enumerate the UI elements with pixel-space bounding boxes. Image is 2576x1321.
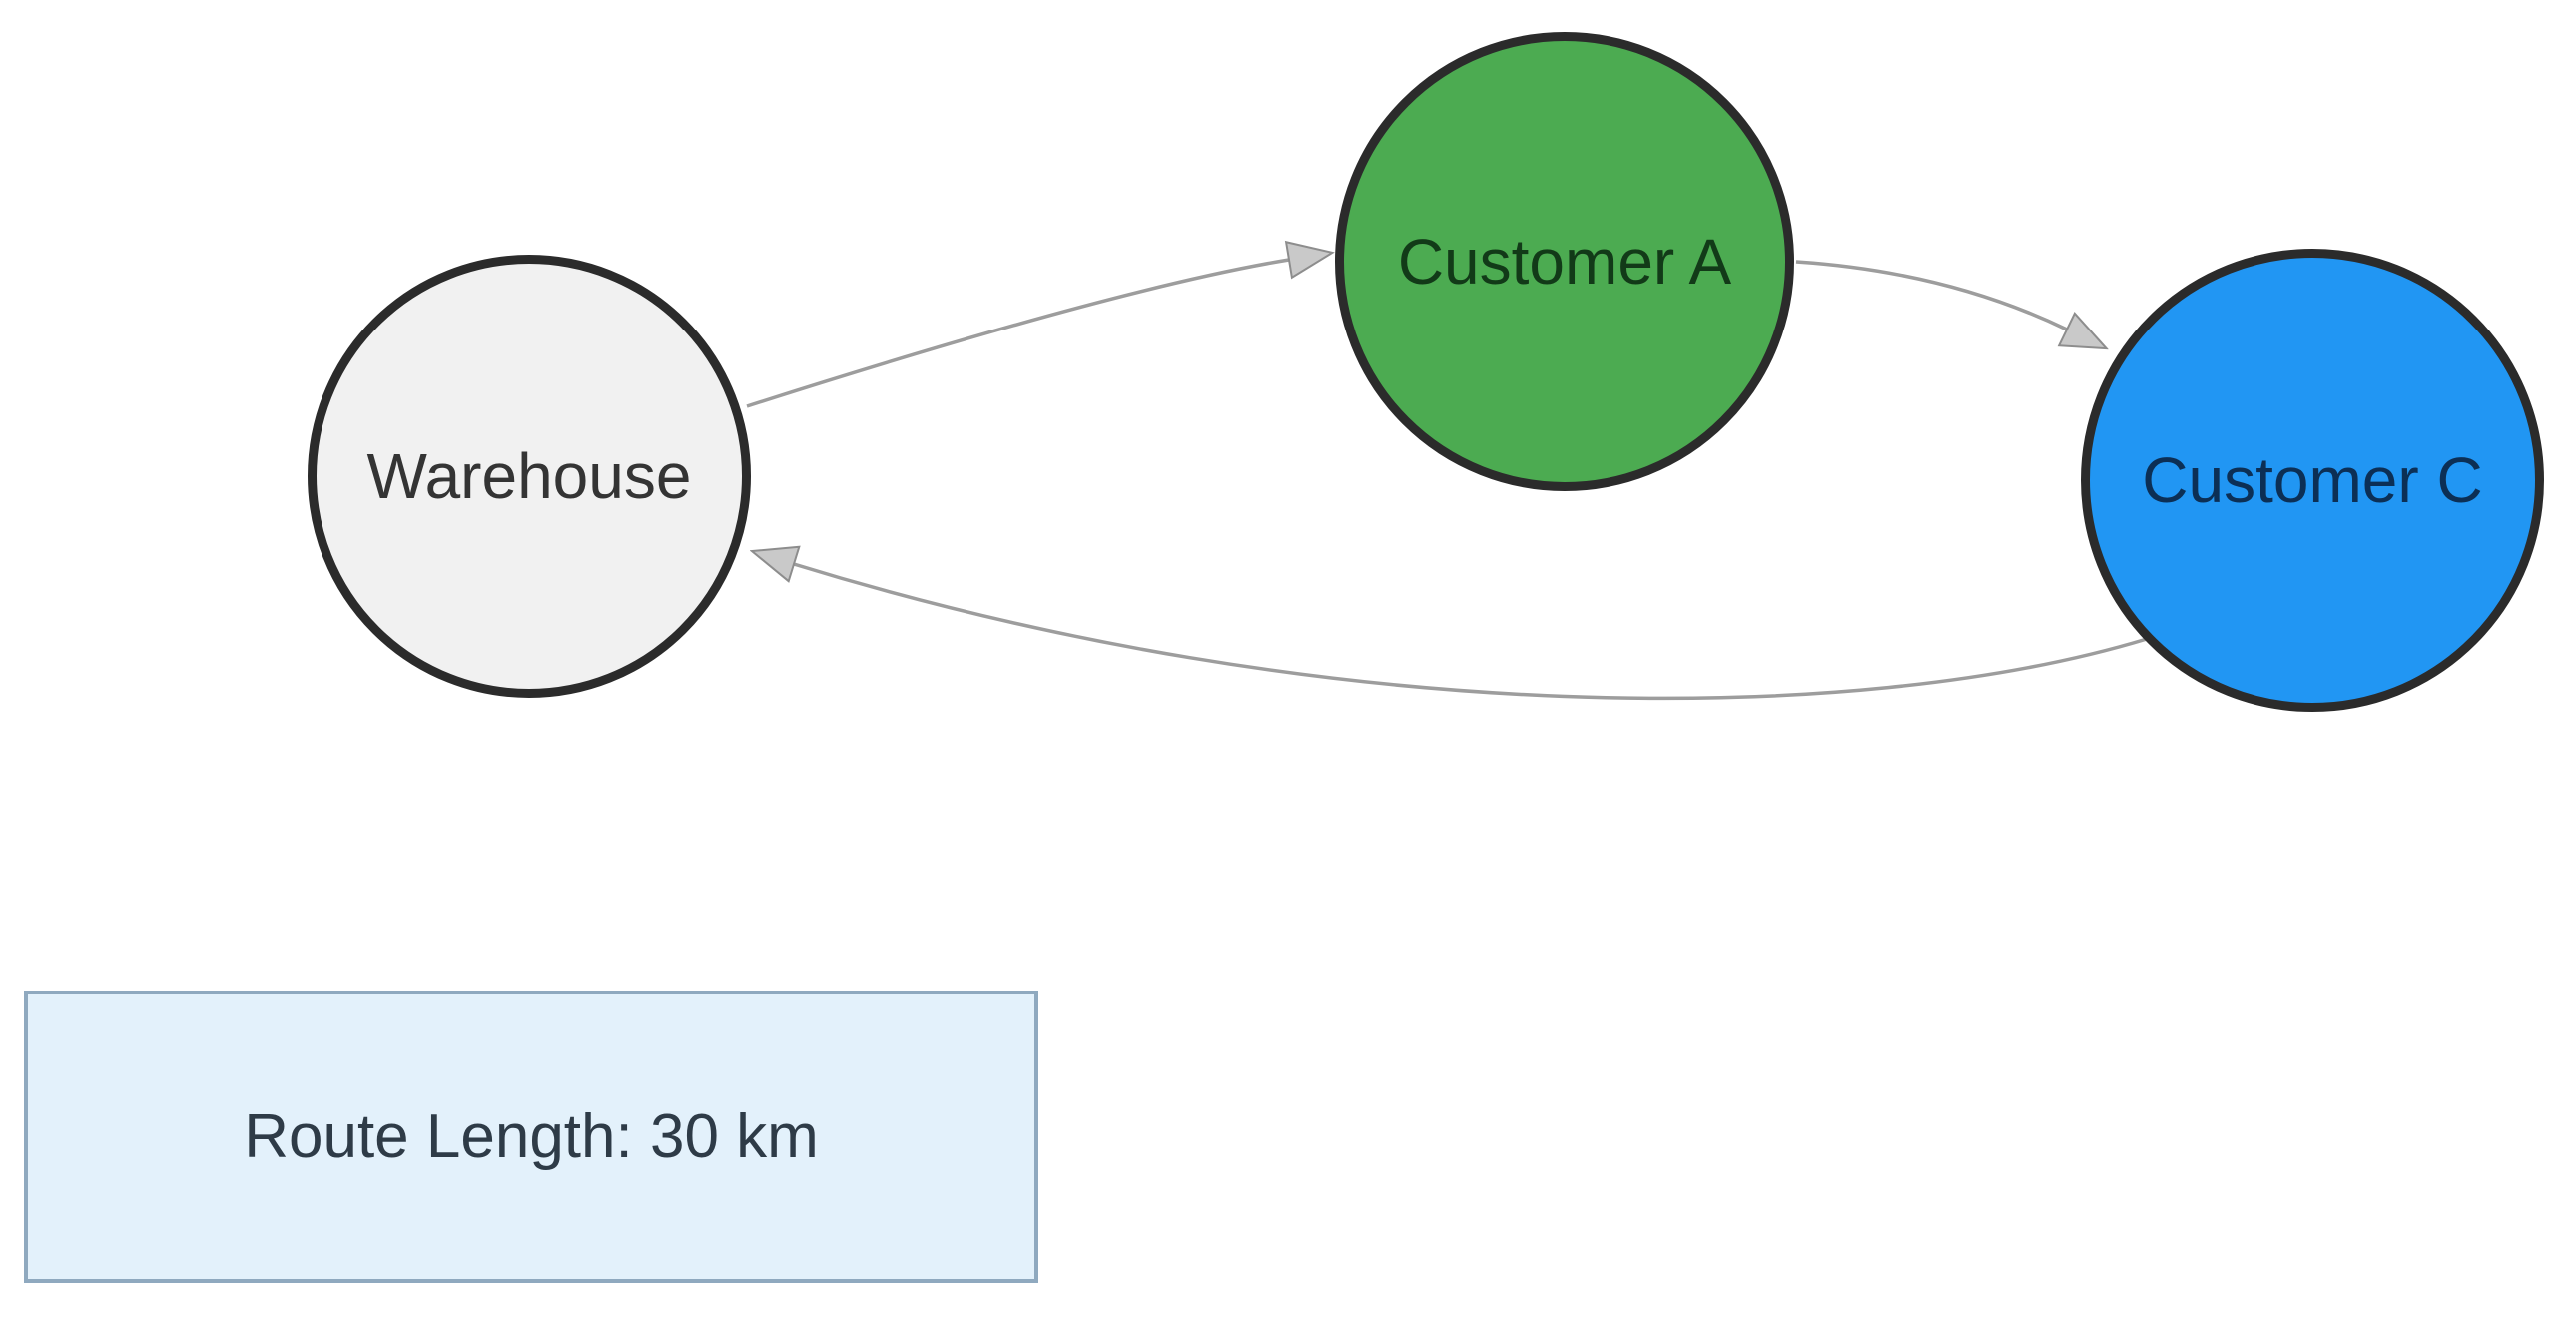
- edge-warehouse-to-customer-a: [746, 260, 1289, 408]
- node-warehouse-label: Warehouse: [366, 439, 692, 512]
- node-customer-c-label: Customer C: [2142, 443, 2483, 516]
- edge-customer-c-to-warehouse: [794, 564, 2148, 701]
- node-customer-a-label: Customer A: [1397, 225, 1732, 298]
- route-length-label: Route Length: 30 km: [244, 1102, 819, 1171]
- node-customer-c: Customer C: [2081, 249, 2544, 712]
- edge-customer-a-to-customer-c: [1795, 260, 2067, 330]
- node-warehouse: Warehouse: [308, 255, 751, 698]
- route-length-box: Route Length: 30 km: [24, 991, 1038, 1283]
- node-customer-a: Customer A: [1335, 32, 1794, 491]
